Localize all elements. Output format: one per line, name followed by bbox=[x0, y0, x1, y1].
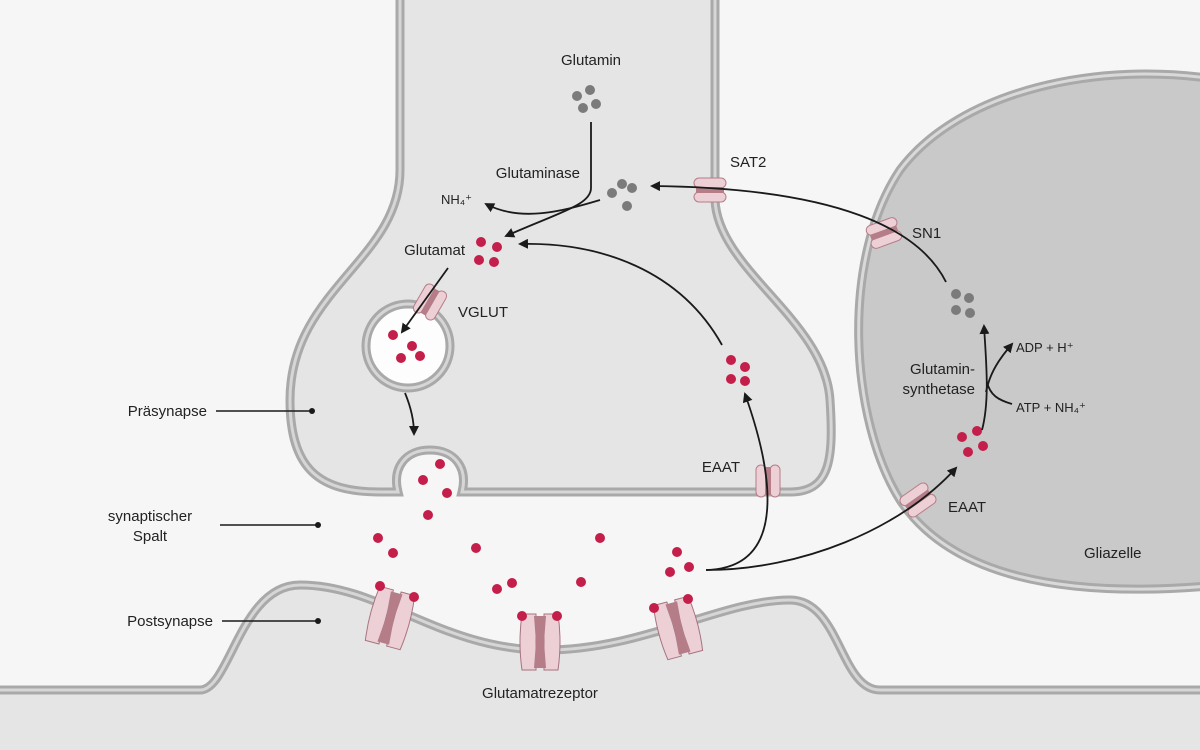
label-postsynapse: Postsynapse bbox=[127, 613, 213, 630]
glutamate-molecule bbox=[396, 353, 406, 363]
label-sat2: SAT2 bbox=[730, 154, 766, 171]
label-glutamin: Glutamin bbox=[561, 52, 621, 69]
label-glutaminase: Glutaminase bbox=[496, 165, 580, 182]
glutamate-molecule bbox=[683, 594, 693, 604]
glutamine-molecule bbox=[572, 91, 582, 101]
glutamate-molecule bbox=[726, 374, 736, 384]
glutamate-molecule bbox=[489, 257, 499, 267]
glutamate-molecule bbox=[684, 562, 694, 572]
glutamate-molecule bbox=[388, 330, 398, 340]
postsynapse-cell bbox=[0, 580, 1200, 750]
label-atp: ATP + NH₄⁺ bbox=[1016, 400, 1086, 415]
glutamate-molecule bbox=[740, 362, 750, 372]
arrows bbox=[400, 122, 1014, 571]
label-vglut: VGLUT bbox=[458, 304, 508, 321]
label-nh4: NH₄⁺ bbox=[441, 192, 472, 207]
glutamine-molecule bbox=[617, 179, 627, 189]
glutamate-molecule bbox=[435, 459, 445, 469]
glutamate-molecule bbox=[375, 581, 385, 591]
glutamine-molecule bbox=[622, 201, 632, 211]
glutamate-molecule bbox=[649, 603, 659, 613]
label-glutamin-synthetase: Glutamin- bbox=[910, 361, 975, 378]
glutamate-molecule bbox=[672, 547, 682, 557]
label-eaat-glial: EAAT bbox=[948, 499, 986, 516]
sat2-transporter bbox=[693, 177, 727, 203]
glutamate-molecule bbox=[492, 242, 502, 252]
glutamate-molecule bbox=[492, 584, 502, 594]
leader-lines bbox=[216, 408, 321, 624]
glutamate-molecule bbox=[423, 510, 433, 520]
glutamate-molecule bbox=[409, 592, 419, 602]
glutamine-molecule bbox=[591, 99, 601, 109]
glutamate-molecule bbox=[373, 533, 383, 543]
glutamate-molecule bbox=[576, 577, 586, 587]
glutamate-molecule bbox=[474, 255, 484, 265]
glutamate-molecule bbox=[388, 548, 398, 558]
label-praesynapse: Präsynapse bbox=[128, 403, 207, 420]
glutamate-molecule bbox=[665, 567, 675, 577]
glutamate-molecule bbox=[595, 533, 605, 543]
label-gliazelle: Gliazelle bbox=[1084, 545, 1142, 562]
label-eaat-presynaptic: EAAT bbox=[702, 459, 740, 476]
glutamate-molecule bbox=[415, 351, 425, 361]
glia-cell bbox=[854, 69, 1200, 594]
label-glutamin-synthetase-2: synthetase bbox=[902, 381, 975, 398]
label-synaptischer: synaptischer bbox=[108, 508, 192, 525]
glutamine-molecule bbox=[951, 289, 961, 299]
glutamine-molecule bbox=[607, 188, 617, 198]
glutamate-molecule bbox=[740, 376, 750, 386]
glutamine-molecule bbox=[627, 183, 637, 193]
glutamine-molecule bbox=[964, 293, 974, 303]
glutamate-molecule bbox=[978, 441, 988, 451]
glutamate-molecule bbox=[517, 611, 527, 621]
label-adp: ADP + H⁺ bbox=[1016, 340, 1074, 355]
molecules bbox=[373, 85, 988, 621]
label-glutamat: Glutamat bbox=[404, 242, 466, 259]
glutamate-molecule bbox=[726, 355, 736, 365]
glutamate-molecule bbox=[552, 611, 562, 621]
glutamate-molecule bbox=[972, 426, 982, 436]
glutamate-molecule bbox=[407, 341, 417, 351]
glutamate-molecule bbox=[507, 578, 517, 588]
glutamate-molecule bbox=[957, 432, 967, 442]
label-spalt: Spalt bbox=[133, 528, 168, 545]
glutamine-molecule bbox=[965, 308, 975, 318]
glutamate-molecule bbox=[471, 543, 481, 553]
glutamate-molecule bbox=[963, 447, 973, 457]
glutamate-molecule bbox=[442, 488, 452, 498]
glutamine-molecule bbox=[585, 85, 595, 95]
glutamate-receptor bbox=[519, 613, 561, 671]
glutamine-molecule bbox=[951, 305, 961, 315]
label-sn1: SN1 bbox=[912, 225, 941, 242]
glutamate-molecule bbox=[418, 475, 428, 485]
label-glutamatrezeptor: Glutamatrezeptor bbox=[482, 685, 598, 702]
glutamine-molecule bbox=[578, 103, 588, 113]
glutamate-molecule bbox=[476, 237, 486, 247]
